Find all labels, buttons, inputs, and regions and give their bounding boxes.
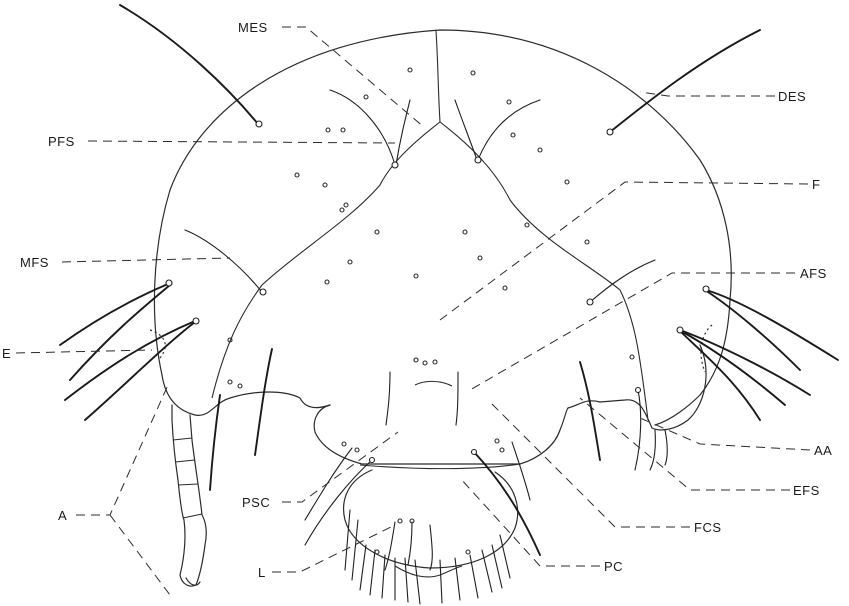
label-e: E: [2, 346, 11, 361]
head-capsule-outline: [154, 30, 731, 425]
label-psc: PSC: [242, 495, 270, 510]
cuticular-pores: [228, 68, 634, 554]
seta-epistomal-frontal-left: [255, 349, 272, 455]
label-mfs: MFS: [20, 255, 49, 270]
clypeus: [314, 405, 568, 464]
seta-lateral-right-3: [680, 330, 810, 395]
clypeus-inner-arc: [415, 381, 452, 386]
postclypeal-line: [360, 464, 520, 469]
frontal-suture-left: [212, 122, 440, 398]
label-aa: AA: [814, 443, 832, 458]
seta-lateral-left-1: [60, 284, 168, 345]
seta-clypeal-right-2: [512, 442, 530, 500]
seta-socket: [607, 129, 613, 135]
seta-posterior-frontal-right-b: [455, 100, 477, 160]
label-f: F: [812, 177, 820, 192]
seta-epistomal-frontal-right: [580, 362, 600, 460]
seta-posterior-frontal-left-a: [330, 90, 395, 165]
seta-socket: [677, 327, 683, 333]
seta-socket: [260, 289, 266, 295]
seta-socket: [703, 286, 709, 292]
seta-socket: [472, 450, 477, 455]
epicranial-suture: [436, 31, 440, 122]
label-pfs: PFS: [48, 134, 75, 149]
seta-lateral-right-2: [708, 292, 800, 370]
label-fcs: FCS: [694, 520, 722, 535]
seta-posterior-frontal-right-a: [478, 100, 540, 160]
seta-antennal-right-2: [650, 430, 655, 470]
seta-socket: [256, 121, 262, 127]
seta-socket: [475, 157, 481, 163]
label-pc: PC: [604, 559, 623, 574]
antenna: [172, 405, 206, 586]
seta-antennal-right-3: [665, 430, 667, 465]
seta-median-frontal-left: [185, 230, 262, 292]
frontal-suture-right: [440, 122, 648, 420]
seta-lateral-right-4: [681, 331, 785, 405]
seta-socket: [587, 299, 593, 305]
label-l: L: [258, 565, 266, 580]
seta-socket: [193, 318, 199, 324]
seta-frontal-central-left: [386, 372, 390, 425]
label-efs: EFS: [793, 483, 820, 498]
left-gena-outline: [162, 375, 330, 415]
label-a: A: [58, 508, 67, 523]
seta-socket: [392, 162, 398, 168]
seta-socket: [166, 280, 172, 286]
label-mes: MES: [238, 20, 268, 35]
seta-socket: [370, 458, 375, 463]
seta-frontal-central-right: [456, 372, 458, 425]
labrum: [344, 470, 518, 568]
seta-lateral-left-3: [65, 321, 195, 400]
label-des: DES: [778, 89, 806, 104]
label-afs: AFS: [800, 266, 827, 281]
leader-lines: [16, 27, 810, 595]
seta-socket: [636, 388, 641, 393]
seta-lateral-left-4: [85, 322, 195, 420]
seta-dorsal-epicranial-right: [610, 30, 760, 132]
